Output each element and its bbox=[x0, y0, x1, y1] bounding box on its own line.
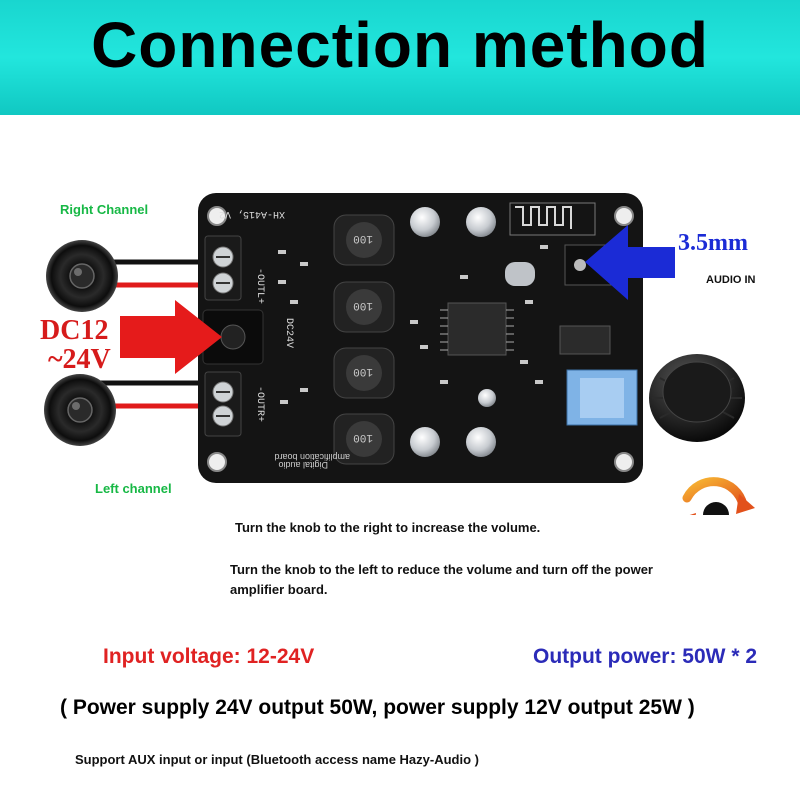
dc-voltage-label-2: ~24V bbox=[48, 344, 111, 375]
knob-left-instruction: Turn the knob to the left to reduce the … bbox=[230, 562, 653, 597]
board-out-right-text: -OUTR+ bbox=[254, 386, 265, 422]
board-out-left-text: -OUTL+ bbox=[254, 268, 265, 304]
page-title: Connection method bbox=[91, 9, 709, 81]
rotate-knob-icon bbox=[682, 477, 755, 515]
inductor-label: 100 bbox=[353, 299, 373, 311]
blue-arrow-icon bbox=[585, 225, 675, 300]
amplifier-board: XH-A415, V2 -OUTL+ -OUTR+ DC24V 100 100 … bbox=[198, 193, 643, 483]
board-model-text: XH-A415, V2 bbox=[219, 208, 285, 219]
audio-jack-size-label: 3.5mm bbox=[678, 230, 748, 256]
left-channel-label: Left channel bbox=[95, 481, 172, 496]
red-arrow-icon bbox=[120, 300, 222, 374]
board-title-line1: Digital audio bbox=[278, 460, 328, 470]
board-title-line2: amplification board bbox=[274, 452, 350, 462]
support-note: Support AUX input or input (Bluetooth ac… bbox=[75, 752, 479, 767]
speaker-icon bbox=[46, 240, 118, 312]
board-dc-marking: DC24V bbox=[283, 318, 294, 348]
inductor-label: 100 bbox=[353, 365, 373, 377]
knob-right-instruction: Turn the knob to the right to increase t… bbox=[235, 520, 541, 535]
inductor-label: 100 bbox=[353, 431, 373, 443]
audio-in-label: AUDIO IN bbox=[706, 274, 756, 286]
power-supply-note: ( Power supply 24V output 50W, power sup… bbox=[60, 696, 695, 719]
title-banner: Connection method bbox=[0, 0, 800, 115]
input-voltage-text: Input voltage: 12-24V bbox=[103, 645, 315, 668]
dc-voltage-label-1: DC12 bbox=[40, 315, 109, 346]
volume-knob bbox=[649, 354, 745, 442]
diagram-canvas: XH-A415, V2 -OUTL+ -OUTR+ DC24V 100 100 … bbox=[44, 193, 755, 515]
speaker-icon bbox=[44, 374, 116, 446]
inductor-label: 100 bbox=[353, 232, 373, 244]
right-channel-label: Right Channel bbox=[60, 202, 149, 217]
output-power-text: Output power: 50W * 2 bbox=[533, 645, 758, 668]
